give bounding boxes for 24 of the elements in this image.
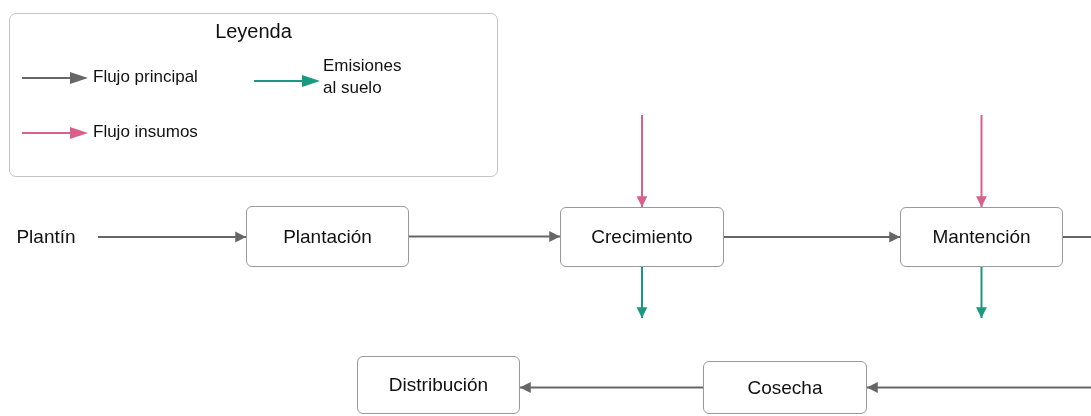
arrow bbox=[408, 231, 561, 242]
legend-label: Flujo insumos bbox=[93, 121, 199, 143]
node-label: Mantención bbox=[932, 226, 1031, 248]
arrow bbox=[636, 114, 648, 208]
legend-label: Flujo principal bbox=[93, 66, 199, 88]
process-box bbox=[246, 206, 409, 267]
legend-title: Leyenda bbox=[214, 20, 293, 43]
node-label: Distribución bbox=[388, 374, 489, 396]
legend-label: Emisiones al suelo bbox=[323, 55, 403, 99]
process-box bbox=[703, 361, 867, 414]
process-box bbox=[900, 207, 1063, 267]
arrow bbox=[976, 114, 987, 208]
arrow bbox=[97, 231, 247, 243]
node-label: Cosecha bbox=[747, 376, 823, 399]
arrow bbox=[866, 382, 1091, 393]
arrow bbox=[976, 266, 987, 319]
arrow bbox=[636, 266, 648, 319]
process-box bbox=[357, 356, 520, 414]
input-label: Plantín bbox=[16, 226, 76, 248]
arrow bbox=[519, 382, 704, 393]
node-label: Plantación bbox=[283, 225, 372, 248]
arrow bbox=[723, 231, 901, 243]
process-box bbox=[560, 207, 724, 267]
node-label: Crecimiento bbox=[591, 226, 693, 248]
